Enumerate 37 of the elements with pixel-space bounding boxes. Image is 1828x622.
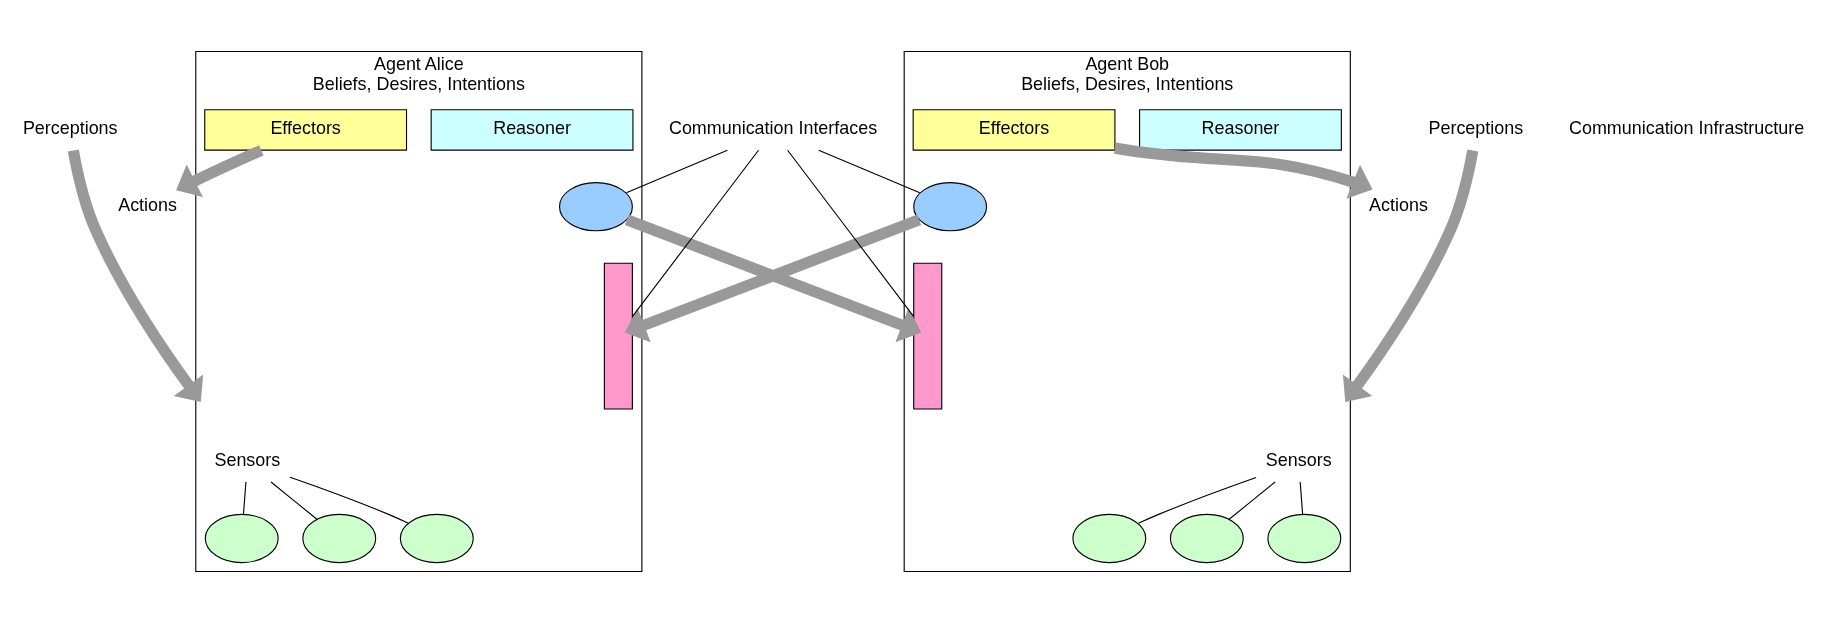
node-ellipse — [1072, 513, 1147, 563]
node-text: Actions — [118, 194, 177, 215]
node-ellipse — [302, 513, 377, 563]
node-bar — [913, 262, 943, 410]
connector — [787, 149, 915, 317]
node-ellipse — [204, 513, 279, 563]
connector — [1228, 480, 1276, 520]
arrow — [1114, 142, 1373, 199]
node-text: Sensors — [214, 449, 281, 470]
node-text: Perceptions — [22, 117, 118, 138]
node-box: Effectors — [204, 108, 408, 151]
connector — [270, 480, 318, 520]
connector — [632, 149, 760, 317]
label: Communication Infrastructure — [1569, 117, 1805, 138]
connector — [1299, 480, 1304, 515]
connector — [242, 480, 247, 515]
node-text: Sensors — [1265, 449, 1332, 470]
arrow — [67, 148, 204, 402]
connector — [625, 149, 728, 193]
node-box: Effectors — [912, 108, 1116, 151]
connector — [818, 149, 921, 193]
node-ellipse — [399, 513, 474, 563]
node-box: Reasoner — [1139, 108, 1342, 151]
node-bar — [603, 262, 633, 410]
node-text: Communication Interfaces — [668, 117, 878, 138]
arrow — [1342, 148, 1479, 402]
node-ellipse — [913, 181, 988, 231]
connector — [1137, 476, 1257, 524]
node-text: Perceptions — [1428, 117, 1524, 138]
arrow — [176, 144, 264, 197]
node-ellipse — [1267, 513, 1342, 563]
node-text: Actions — [1369, 194, 1428, 215]
node-ellipse — [1169, 513, 1244, 563]
connector — [289, 476, 409, 524]
arrow — [624, 213, 922, 342]
node-ellipse — [558, 181, 633, 231]
node-box: Reasoner — [430, 108, 634, 151]
